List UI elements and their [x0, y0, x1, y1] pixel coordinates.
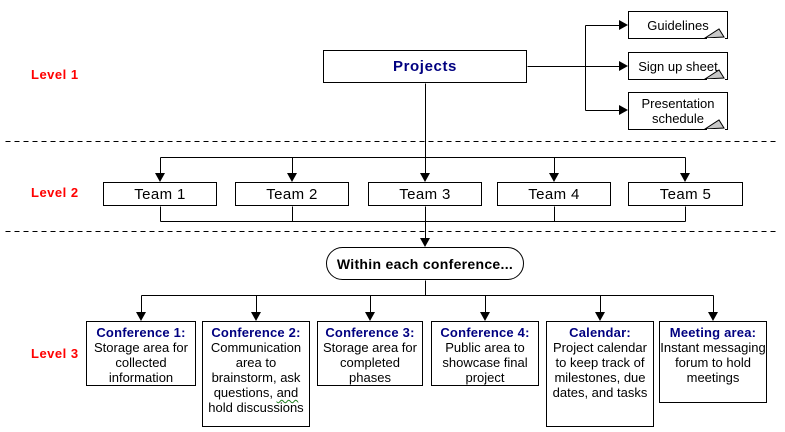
- note-presentation-schedule: Presentation schedule: [628, 92, 728, 130]
- area-calendar: Calendar: Project calendar to keep track…: [546, 321, 654, 427]
- arrow-down-icon: [480, 312, 490, 321]
- projects-node: Projects: [323, 50, 527, 83]
- area-description: Project calendar to keep track of milest…: [552, 340, 648, 400]
- arrow-right-icon: [619, 105, 628, 115]
- team-1-node: Team 1: [103, 182, 217, 206]
- area-description: Storage area for completed phases: [323, 340, 417, 385]
- callout-label: Within each conference...: [336, 255, 514, 272]
- wire-team-bottom-stubs: [160, 206, 686, 222]
- arrow-down-icon: [136, 312, 146, 321]
- area-description: Public area to showcase final project: [442, 340, 528, 385]
- wire-note-stubs: [585, 25, 620, 111]
- area-description: Communication area to brainstorm, ask qu…: [203, 340, 309, 415]
- area-title: Conference 3:: [325, 325, 415, 340]
- area-title: Conference 2:: [211, 325, 301, 340]
- area-conference-2: Conference 2: Communication area to brai…: [202, 321, 310, 427]
- area-conference-3: Conference 3: Storage area for completed…: [317, 321, 423, 386]
- note-sign-up-sheet: Sign up sheet: [628, 52, 728, 80]
- arrow-down-icon: [680, 173, 690, 182]
- area-title: Conference 1:: [96, 325, 186, 340]
- arrow-down-icon: [595, 312, 605, 321]
- arrow-down-icon: [420, 173, 430, 182]
- arrow-down-icon: [708, 312, 718, 321]
- area-description: Instant messaging forum to hold meetings: [660, 340, 766, 385]
- folded-corner-icon: [703, 119, 726, 130]
- arrow-down-icon: [155, 173, 165, 182]
- arrow-down-icon: [420, 238, 430, 247]
- note-guidelines: Guidelines: [628, 11, 728, 39]
- area-meeting-area: Meeting area: Instant messaging forum to…: [659, 321, 767, 403]
- arrow-down-icon: [251, 312, 261, 321]
- grammar-flagged-word: and: [276, 385, 299, 400]
- note-sign-up-sheet-label: Sign up sheet: [638, 58, 718, 74]
- description-text: Communication area to brainstorm, ask qu…: [210, 340, 302, 400]
- team-5-label: Team 5: [659, 185, 712, 203]
- wire-team-stubs: [160, 157, 686, 174]
- arrow-right-icon: [619, 61, 628, 71]
- within-each-conference-callout: Within each conference...: [326, 247, 524, 280]
- team-1-label: Team 1: [134, 185, 186, 203]
- arrow-down-icon: [365, 312, 375, 321]
- area-description: Storage area for collected information: [94, 340, 188, 385]
- area-conference-1: Conference 1: Storage area for collected…: [86, 321, 196, 386]
- area-title: Calendar:: [569, 325, 631, 340]
- note-guidelines-label: Guidelines: [647, 17, 709, 33]
- arrow-right-icon: [619, 20, 628, 30]
- folded-corner-icon: [703, 69, 726, 80]
- level-1-label: Level 1: [31, 67, 79, 82]
- team-3-label: Team 3: [399, 185, 451, 203]
- team-2-label: Team 2: [266, 185, 318, 203]
- area-conference-4: Conference 4: Public area to showcase fi…: [431, 321, 539, 386]
- team-5-node: Team 5: [628, 182, 743, 206]
- team-3-node: Team 3: [368, 182, 482, 206]
- description-text: hold discussions: [208, 400, 304, 415]
- team-4-node: Team 4: [497, 182, 611, 206]
- projects-node-label: Projects: [393, 58, 457, 75]
- area-title: Conference 4:: [440, 325, 530, 340]
- area-title: Meeting area:: [669, 325, 757, 340]
- level-3-label: Level 3: [31, 346, 79, 361]
- wire-area-stubs: [141, 295, 714, 313]
- note-presentation-schedule-label: Presentation schedule: [641, 96, 715, 126]
- folded-corner-icon: [703, 28, 726, 39]
- arrow-down-icon: [549, 173, 559, 182]
- level-2-label: Level 2: [31, 185, 79, 200]
- team-2-node: Team 2: [235, 182, 349, 206]
- arrow-down-icon: [287, 173, 297, 182]
- team-4-label: Team 4: [528, 185, 580, 203]
- arrowhead-icons: [136, 20, 718, 321]
